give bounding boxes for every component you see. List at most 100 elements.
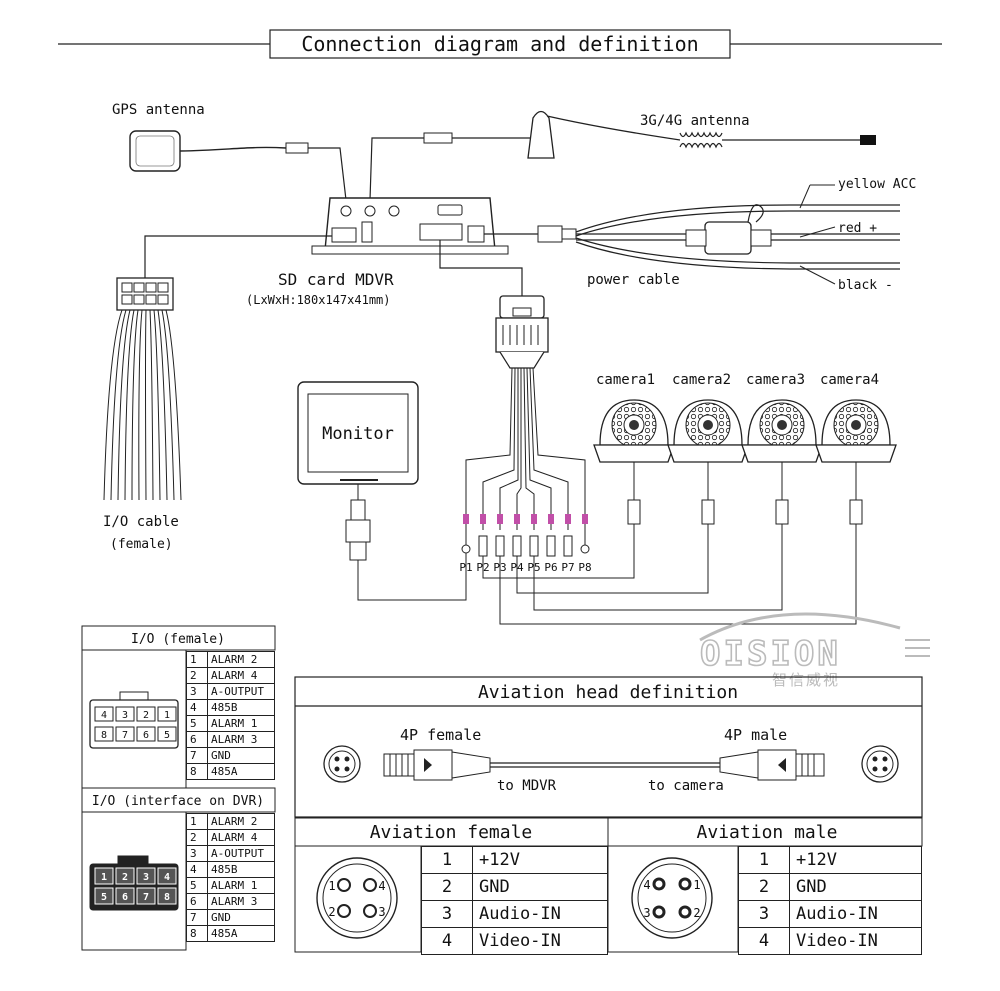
red-plus-label: red + [838,221,877,236]
pin-function: ALARM 3 [207,731,275,748]
pin-number: 2 [186,829,208,846]
io-dvr-pin-2: 2 [122,872,128,883]
pin-number: 6 [186,731,208,748]
pin-number: 3 [186,845,208,862]
diagram-title: Connection diagram and definition [301,32,698,56]
pin-function: Video-IN [789,927,922,955]
pin-number: 1 [186,651,208,668]
io-dvr-connector-drawing: 1 2 3 4 5 6 7 8 [89,855,179,911]
pin-number: 5 [186,877,208,894]
female-pin-3: 3 [378,905,385,919]
monitor: Monitor [297,381,467,601]
pin-number: 4 [421,927,473,955]
io-dvr-pin-5: 5 [101,892,107,903]
camera1-label: camera1 [596,372,655,388]
male-pin-3: 3 [643,906,650,920]
gps-antenna-label: GPS antenna [112,102,205,118]
port-label-p6: P6 [544,561,557,574]
pin-number: 4 [186,699,208,716]
io-dvr-pin-8: 8 [164,892,170,903]
io-female-pin-1: 1 [164,710,170,721]
pin-function: Audio-IN [789,900,922,928]
pin-function: Video-IN [472,927,608,955]
pin-number: 2 [186,667,208,684]
camera4-dome [815,399,897,463]
power-cable-label: power cable [587,272,680,288]
pin-function: GND [472,873,608,901]
pin-number: 8 [186,763,208,780]
pin-number: 7 [186,747,208,764]
camera2-label: camera2 [672,372,731,388]
monitor-label: Monitor [322,424,394,444]
port-label-p8: P8 [578,561,591,574]
io-dvr-pin-4: 4 [164,872,170,883]
pin-number: 1 [186,813,208,830]
pin-number: 3 [186,683,208,700]
io-dvr-pin-3: 3 [143,872,149,883]
to-mdvr-label: to MDVR [497,778,557,794]
port-label-p7: P7 [561,561,574,574]
pin-function: +12V [472,846,608,874]
power-cable: yellow ACC red + black - power cable [484,177,916,293]
to-camera-label: to camera [648,778,724,794]
pin-function: +12V [789,846,922,874]
pin-function: 485B [207,699,275,716]
io-cable-sublabel: (female) [110,537,173,552]
io-female-pin-5: 5 [164,730,170,741]
pin-function: ALARM 2 [207,651,275,668]
pin-number: 8 [186,925,208,942]
camera2-dome [667,399,749,463]
io-dvr-header: I/O (interface on DVR) [92,794,264,809]
pin-function: 485B [207,861,275,878]
pin-number: 1 [421,846,473,874]
pin-function: Audio-IN [472,900,608,928]
pin-function: 485A [207,763,275,780]
pin-function: ALARM 1 [207,715,275,732]
pin-function: 485A [207,925,275,942]
female-4p-label: 4P female [400,726,481,744]
female-pin-1: 1 [328,879,335,893]
pin-function: A-OUTPUT [207,683,275,700]
camera4-label: camera4 [820,372,879,388]
pin-function: GND [207,747,275,764]
pin-function: A-OUTPUT [207,845,275,862]
brand-watermark: OISION 智信威视 [699,612,930,689]
pin-number: 2 [738,873,790,901]
pin-function: ALARM 4 [207,667,275,684]
male-4p-label: 4P male [724,726,787,744]
pin-number: 3 [421,900,473,928]
av-harness: P1 P2 P3 P4 P5 P6 P7 P8 [439,240,592,574]
pin-function: ALARM 1 [207,877,275,894]
pin-number: 7 [186,909,208,926]
table-row: 1+12V [738,846,922,874]
pin-number: 2 [421,873,473,901]
pin-function: ALARM 2 [207,813,275,830]
pin-number: 1 [738,846,790,874]
mdvr-unit: SD card MDVR (LxWxH:180x147x41mm) [246,197,509,307]
aviation-male-header: Aviation male [697,822,838,843]
aviation-female-header: Aviation female [370,822,533,843]
io-female-pin-6: 6 [143,730,149,741]
pin-number: 4 [738,927,790,955]
aviation-header: Aviation head definition [478,682,738,703]
